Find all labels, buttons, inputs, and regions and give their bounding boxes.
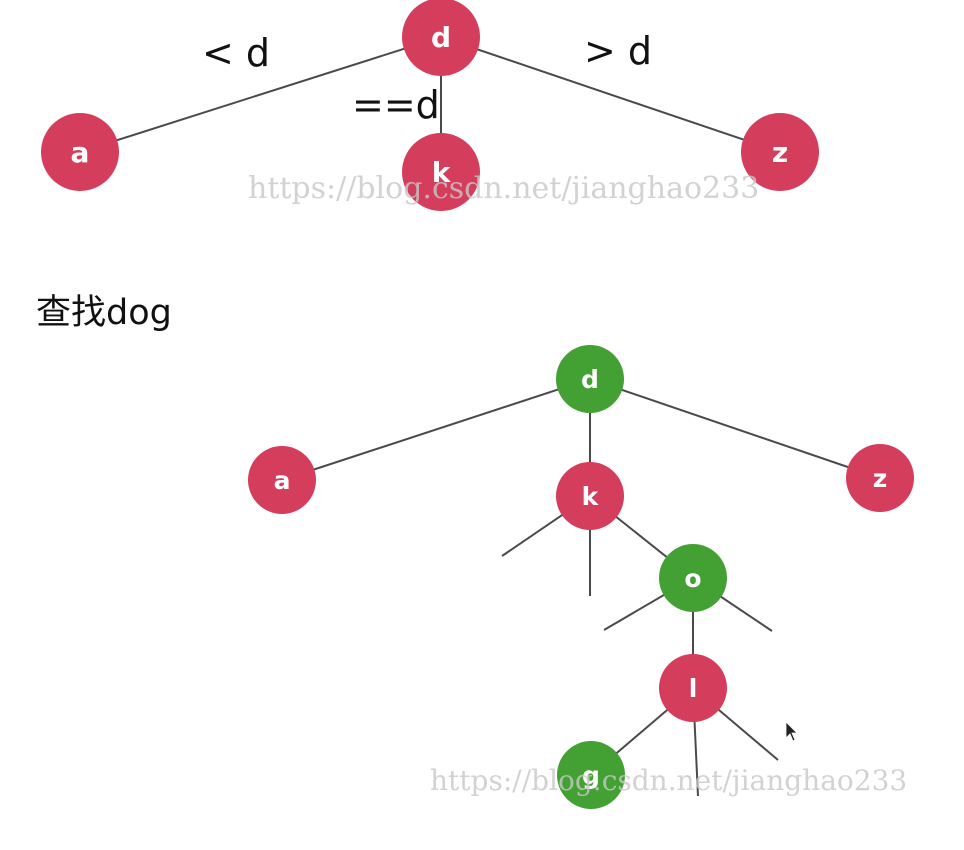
- edge-d-a: [79, 36, 442, 153]
- node2-o: o: [659, 544, 727, 612]
- svg-text:a: a: [71, 136, 90, 169]
- node2-d: d: [556, 345, 624, 413]
- svg-text:z: z: [873, 464, 888, 493]
- edge-label-equal: ==d: [352, 83, 440, 127]
- svg-text:z: z: [772, 136, 788, 169]
- edge-label-greater: > d: [584, 29, 652, 73]
- mouse-pointer-icon: [785, 721, 798, 742]
- edge-d-z-2: [589, 378, 881, 479]
- svg-text:d: d: [431, 21, 451, 54]
- svg-text:a: a: [274, 466, 291, 495]
- node2-l: l: [659, 654, 727, 722]
- svg-text:d: d: [581, 365, 599, 394]
- edge-label-less: < d: [202, 31, 270, 75]
- node2-g: g: [557, 741, 625, 809]
- section-title: 查找dog: [36, 293, 172, 333]
- node2-z: z: [846, 444, 914, 512]
- node-z: z: [741, 113, 819, 191]
- node-k: k: [402, 133, 480, 211]
- watermark-2: https://blog.csdn.net/jianghao233: [430, 764, 907, 797]
- edge-d-z: [440, 36, 781, 153]
- svg-text:o: o: [684, 564, 701, 593]
- svg-text:k: k: [432, 156, 452, 189]
- watermark-1: https://blog.csdn.net/jianghao233: [248, 171, 759, 206]
- node-d-root: d: [402, 0, 480, 76]
- svg-text:l: l: [689, 674, 698, 703]
- node-a: a: [41, 113, 119, 191]
- node2-a: a: [248, 446, 316, 514]
- node2-k: k: [556, 462, 624, 530]
- edge-d-a-2: [281, 378, 591, 481]
- svg-text:g: g: [582, 761, 600, 790]
- svg-text:k: k: [582, 482, 600, 511]
